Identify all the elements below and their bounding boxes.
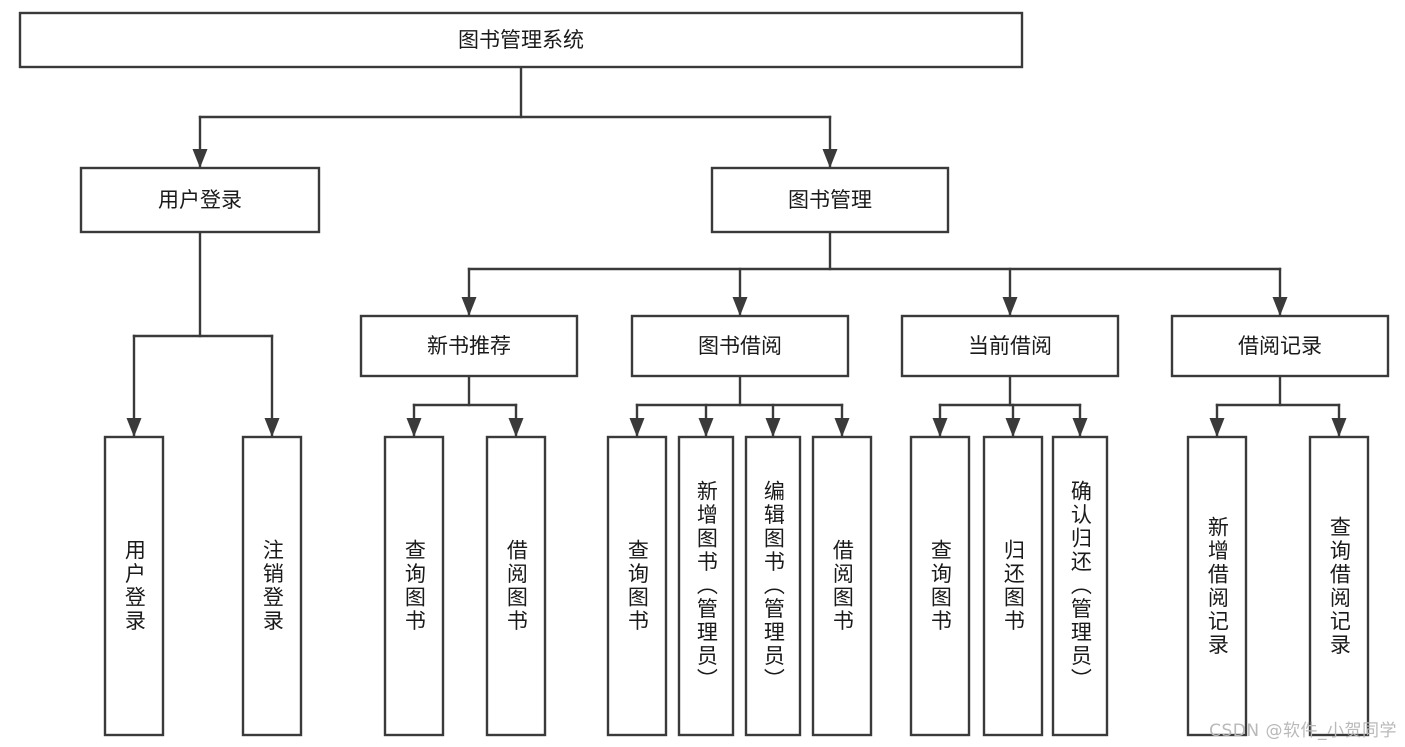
node-leaf-查询图书-2[interactable]	[383, 435, 445, 737]
node-leaf-确认归还管理员-10[interactable]	[1051, 435, 1109, 737]
arrow-down-icon-新书推荐-1	[508, 418, 524, 437]
arrow-down-icon-mgmt-2	[1002, 297, 1018, 316]
arrow-down-icon-mgmt-1	[732, 297, 748, 316]
node-level2-label-图书管理: 图书管理	[788, 188, 872, 212]
node-leaf-新增图书管理员-5[interactable]	[677, 435, 735, 737]
arrow-down-icon-借阅记录-0	[1209, 418, 1225, 437]
node-level3-当前借阅[interactable]	[900, 314, 1120, 378]
arrow-down-icon-图书借阅-0	[629, 418, 645, 437]
node-leaf-借阅图书-3[interactable]	[485, 435, 547, 737]
arrow-down-icon-root-1	[822, 149, 838, 168]
node-leaf-查询图书-8[interactable]	[909, 435, 971, 737]
arrow-down-icon-用户登录-1	[264, 418, 280, 437]
arrow-down-icon-用户登录-0	[126, 418, 142, 437]
node-leaf-查询图书-4[interactable]	[606, 435, 668, 737]
arrow-down-icon-当前借阅-1	[1005, 418, 1021, 437]
node-leaf-查询借阅记录-12[interactable]	[1308, 435, 1370, 737]
node-leaf-注销登录-1[interactable]	[241, 435, 303, 737]
node-leaf-用户登录-0[interactable]	[103, 435, 165, 737]
arrow-down-icon-root-0	[192, 149, 208, 168]
node-boxes	[18, 11, 1390, 737]
arrow-down-icon-mgmt-3	[1272, 297, 1288, 316]
watermark: CSDN @软件_小贺同学	[1209, 721, 1397, 741]
node-level2-用户登录[interactable]	[79, 166, 321, 234]
arrow-down-icon-当前借阅-2	[1072, 418, 1088, 437]
node-level3-label-当前借阅: 当前借阅	[968, 334, 1052, 358]
arrow-down-icon-图书借阅-2	[765, 418, 781, 437]
node-leaf-借阅图书-7[interactable]	[811, 435, 873, 737]
arrow-down-icon-图书借阅-1	[698, 418, 714, 437]
arrow-down-icon-当前借阅-0	[932, 418, 948, 437]
connector-lines	[126, 65, 1347, 438]
node-level3-label-图书借阅: 图书借阅	[698, 334, 782, 358]
node-level3-label-新书推荐: 新书推荐	[427, 334, 511, 358]
arrow-down-icon-图书借阅-3	[834, 418, 850, 437]
node-leaf-编辑图书管理员-6[interactable]	[744, 435, 802, 737]
node-level3-图书借阅[interactable]	[630, 314, 850, 378]
arrow-down-icon-借阅记录-1	[1331, 418, 1347, 437]
node-root[interactable]	[18, 11, 1024, 69]
arrow-down-icon-mgmt-0	[461, 297, 477, 316]
arrow-down-icon-新书推荐-0	[406, 418, 422, 437]
node-level2-图书管理[interactable]	[710, 166, 950, 234]
node-level3-新书推荐[interactable]	[359, 314, 579, 378]
node-level3-label-借阅记录: 借阅记录	[1238, 334, 1322, 358]
node-root-label: 图书管理系统	[458, 28, 584, 52]
node-leaf-新增借阅记录-11[interactable]	[1186, 435, 1248, 737]
node-level2-label-用户登录: 用户登录	[158, 188, 242, 212]
node-level3-借阅记录[interactable]	[1170, 314, 1390, 378]
node-leaf-归还图书-9[interactable]	[982, 435, 1044, 737]
